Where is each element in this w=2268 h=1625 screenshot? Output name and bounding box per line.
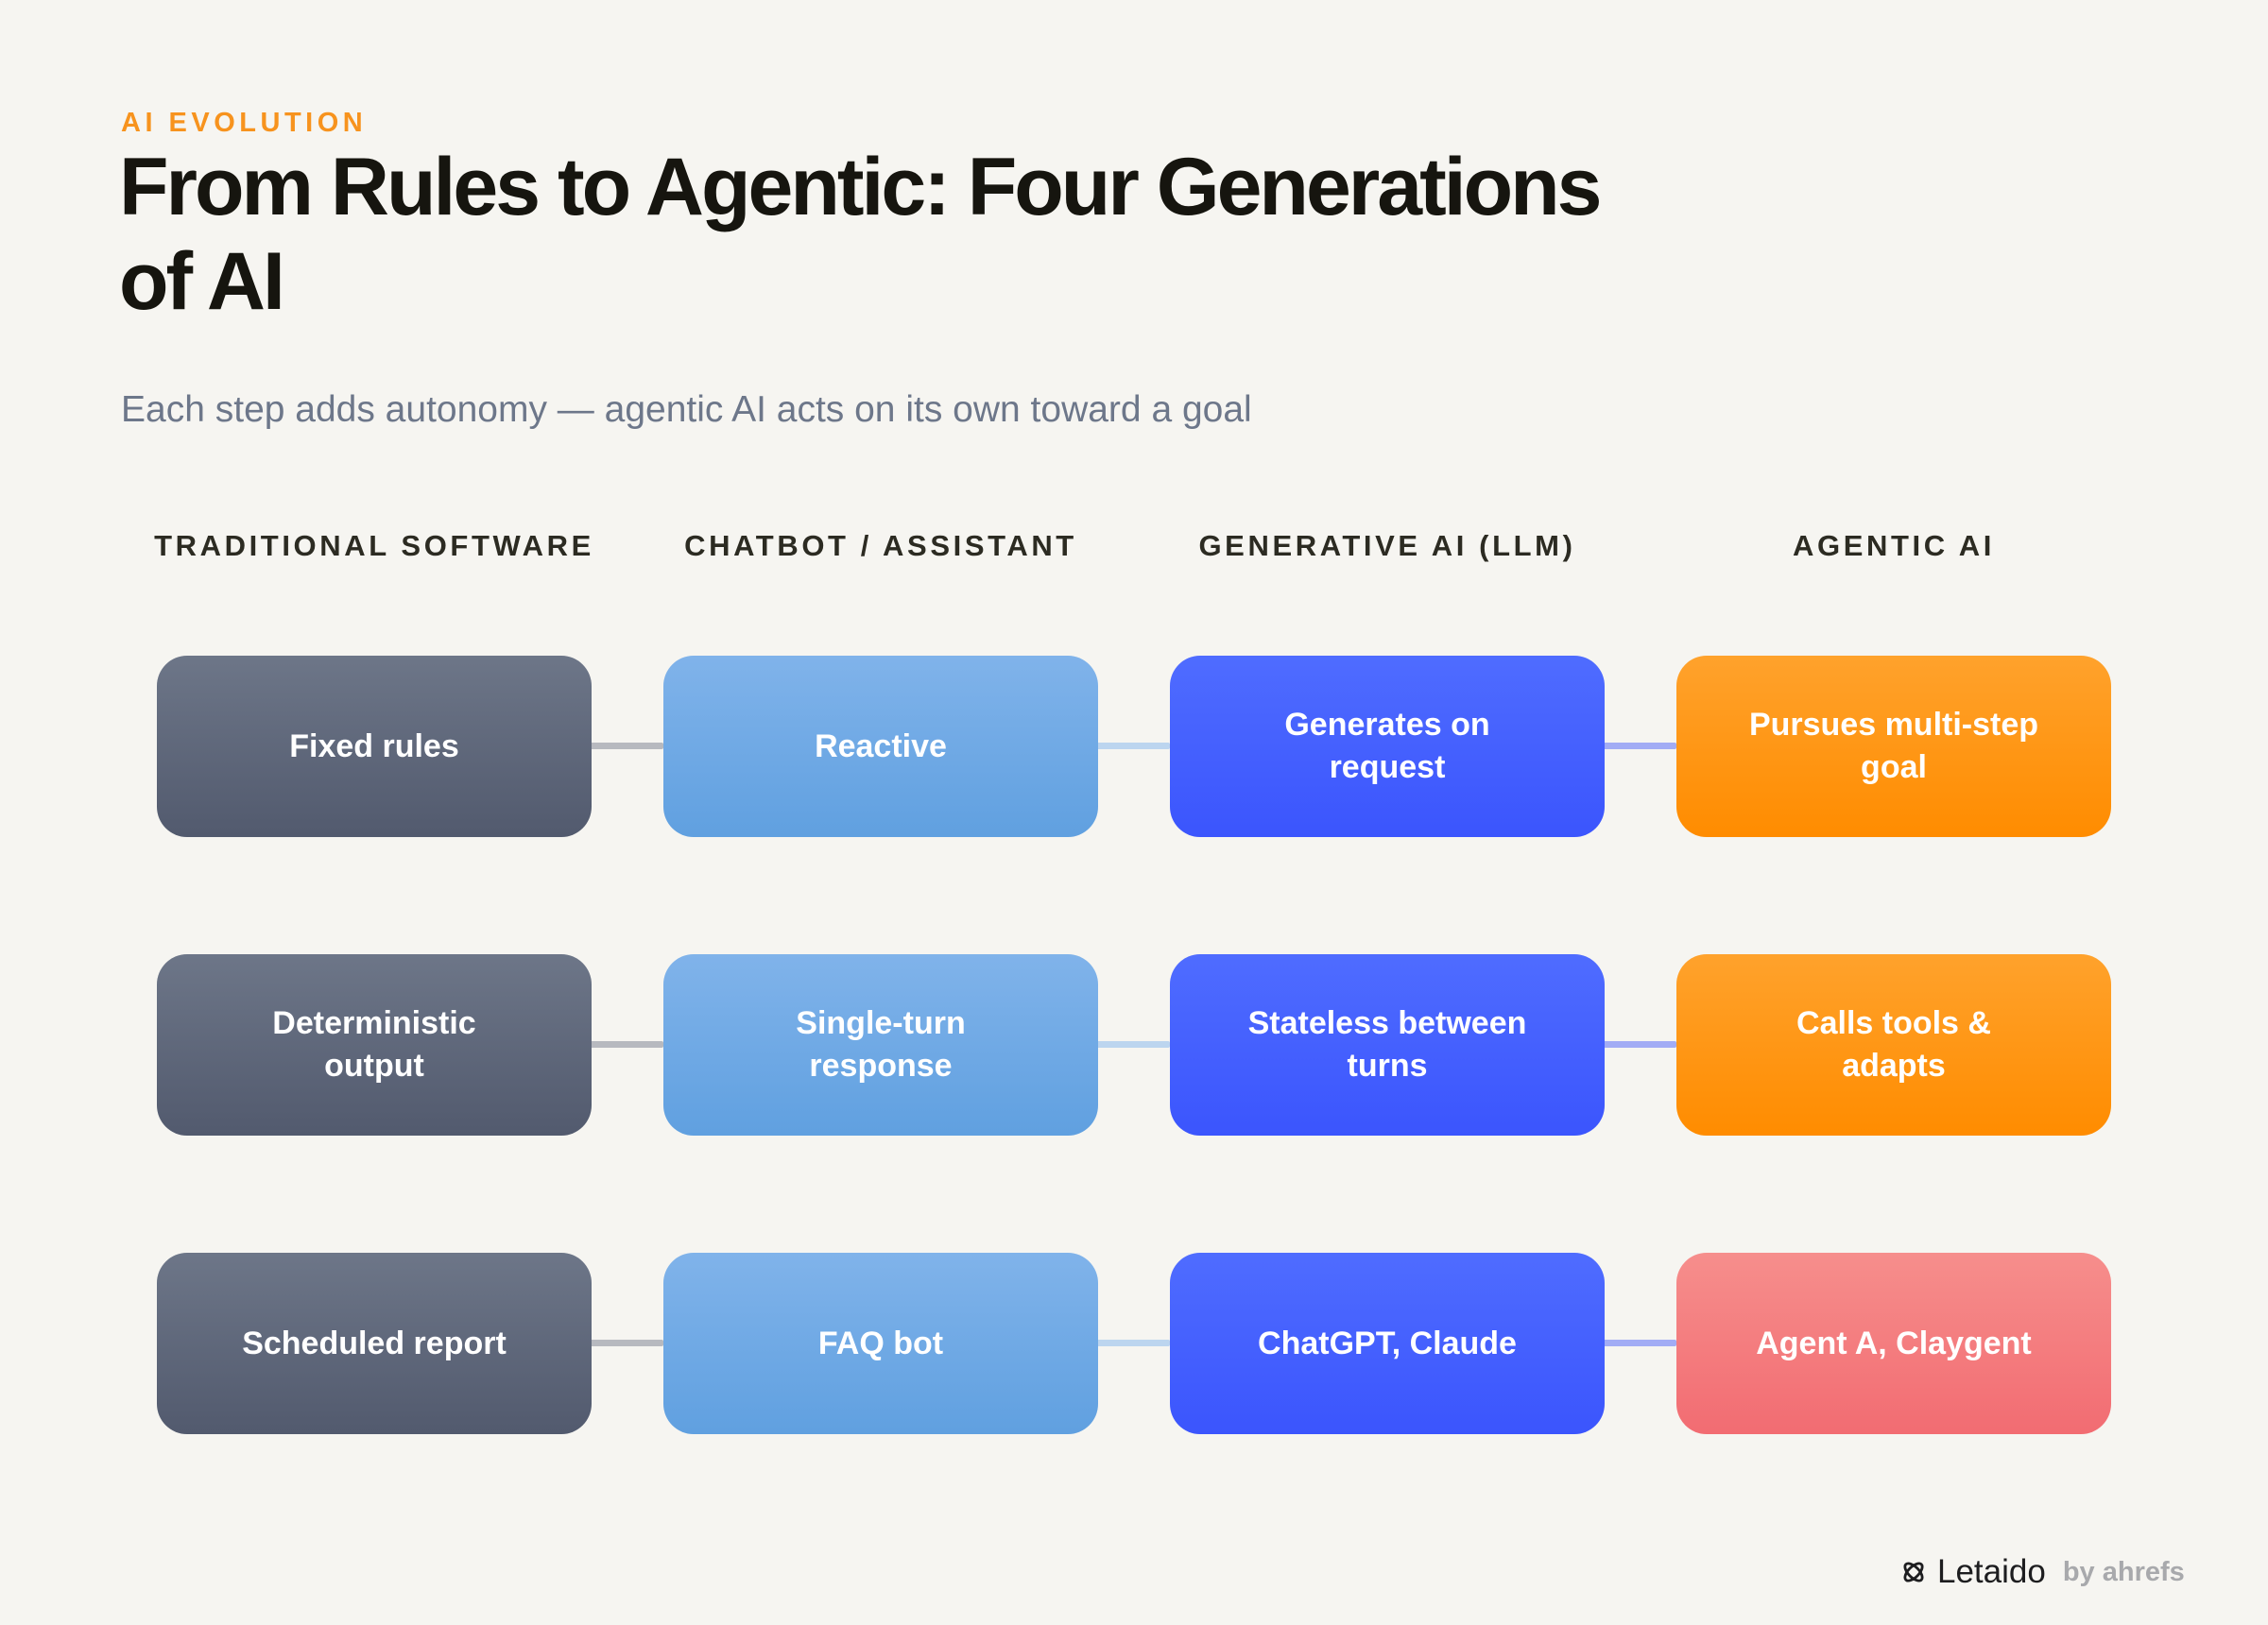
eyebrow-label: AI EVOLUTION xyxy=(121,108,368,138)
column-header-generative-ai: GENERATIVE AI (LLM) xyxy=(1198,529,1576,562)
connector-row3-1 xyxy=(590,1340,663,1346)
box-reactive: Reactive xyxy=(663,656,1098,837)
box-chatgpt-claude: ChatGPT, Claude xyxy=(1170,1253,1605,1434)
column-header-agentic-ai: AGENTIC AI xyxy=(1793,529,1995,562)
box-pursues-multi-step-goal: Pursues multi-step goal xyxy=(1676,656,2111,837)
connector-row3-2 xyxy=(1096,1340,1170,1346)
connector-row3-3 xyxy=(1603,1340,1676,1346)
connector-row1-2 xyxy=(1096,743,1170,749)
box-single-turn-response: Single-turn response xyxy=(663,954,1098,1136)
connector-row2-3 xyxy=(1603,1041,1676,1048)
brand-by-ahrefs: by ahrefs xyxy=(2062,1557,2185,1587)
brand-footer: Letaido by ahrefs xyxy=(1899,1551,2185,1593)
box-deterministic-output: Deterministic output xyxy=(157,954,592,1136)
page-subtitle: Each step adds autonomy — agentic AI act… xyxy=(121,389,1252,430)
column-header-chatbot-assistant: CHATBOT / ASSISTANT xyxy=(684,529,1077,562)
box-stateless-between-turns: Stateless between turns xyxy=(1170,954,1605,1136)
knot-logo-icon xyxy=(1903,1562,1924,1582)
brand-name: Letaido xyxy=(1937,1553,2046,1590)
box-agent-a-claygent: Agent A, Claygent xyxy=(1676,1253,2111,1434)
connector-row2-1 xyxy=(590,1041,663,1048)
connector-row1-3 xyxy=(1603,743,1676,749)
connector-row1-1 xyxy=(590,743,663,749)
box-fixed-rules: Fixed rules xyxy=(157,656,592,837)
column-header-traditional-software: TRADITIONAL SOFTWARE xyxy=(154,529,594,562)
box-generates-on-request: Generates on request xyxy=(1170,656,1605,837)
box-calls-tools-adapts: Calls tools & adapts xyxy=(1676,954,2111,1136)
connector-row2-2 xyxy=(1096,1041,1170,1048)
page-title: From Rules to Agentic: Four Generations … xyxy=(119,142,1603,327)
box-scheduled-report: Scheduled report xyxy=(157,1253,592,1434)
box-faq-bot: FAQ bot xyxy=(663,1253,1098,1434)
